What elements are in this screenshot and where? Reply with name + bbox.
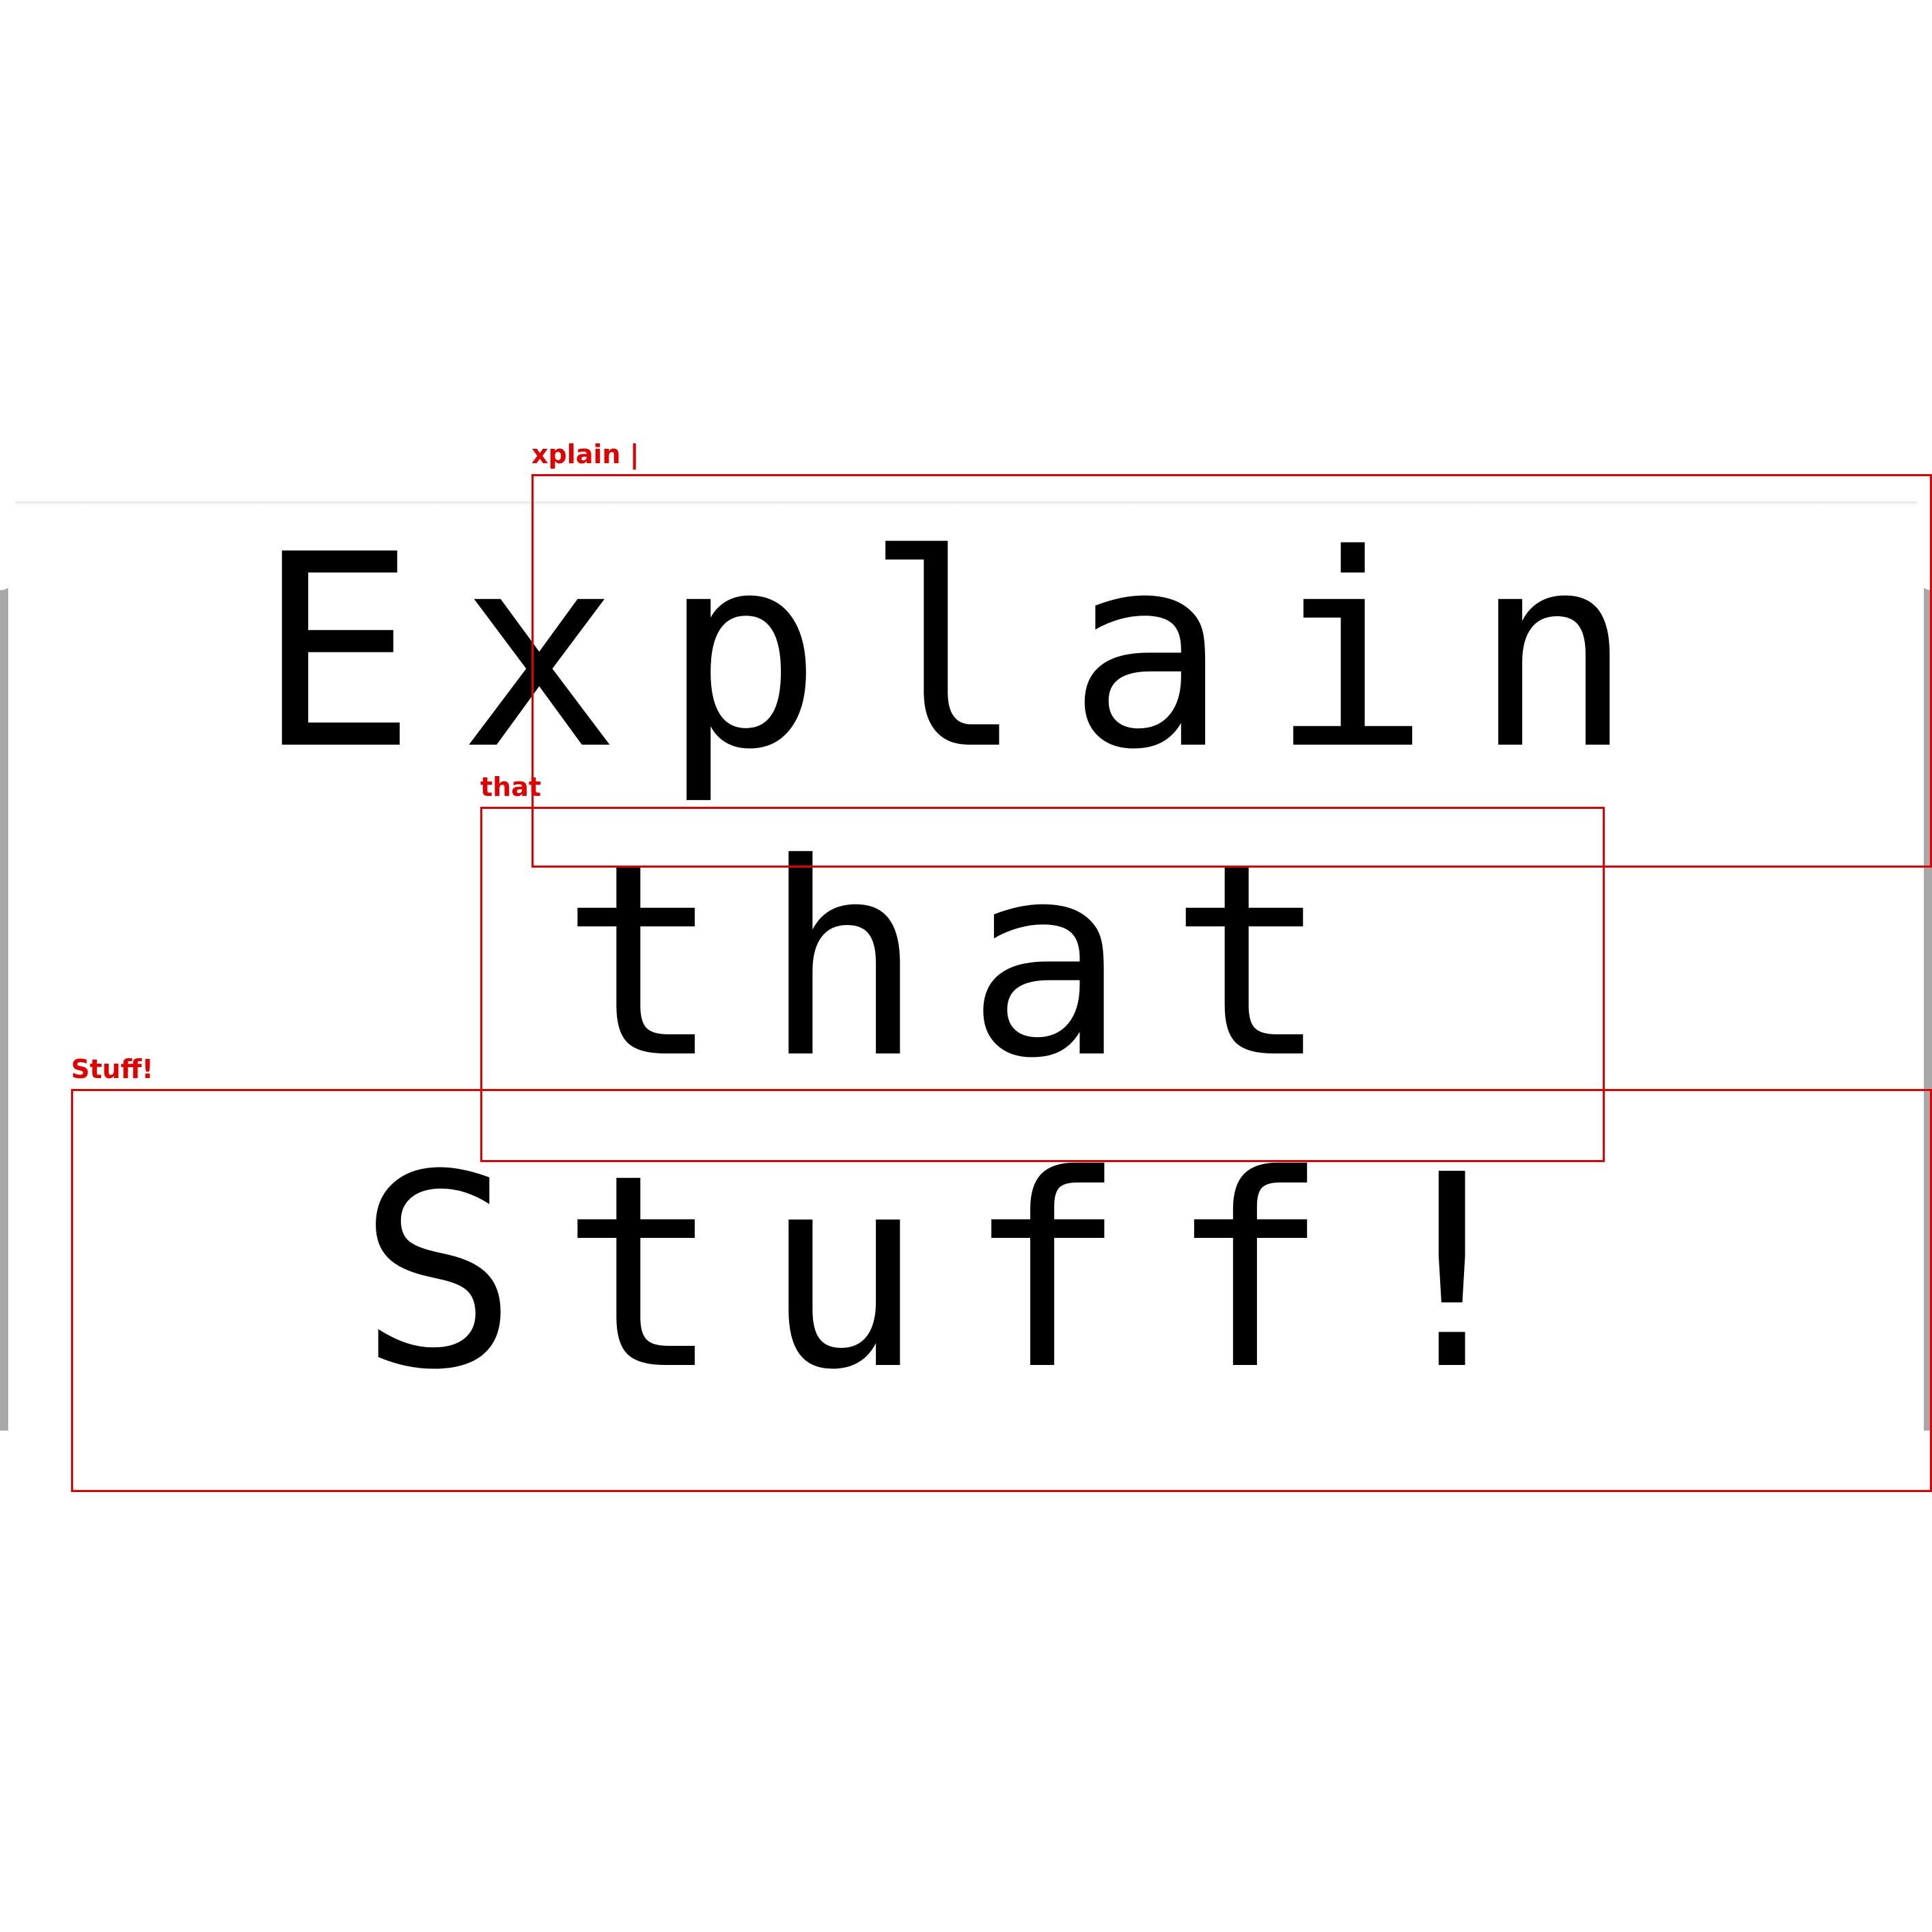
panel-top-shadow [8,501,1924,506]
annotation-label-1: xplain | [532,439,639,469]
annotation-label-2: that [480,772,542,802]
panel-corner-left [0,501,15,590]
title-panel [4,501,1928,1431]
annotation-label-3: Stuff! [71,1054,154,1084]
headline-line-2: that [560,806,1372,1116]
headline-line-3: Stuff! [357,1118,1575,1428]
panel-corner-right [1917,501,1932,590]
headline-line-1: Explain [256,497,1676,808]
panel-left-border [0,501,8,1431]
